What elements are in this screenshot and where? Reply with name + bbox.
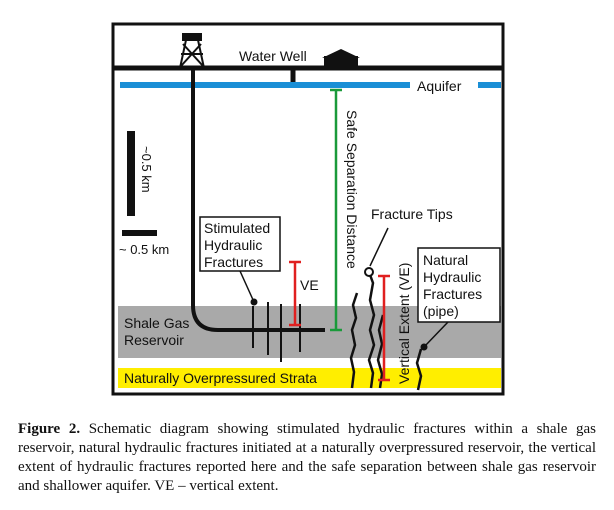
natural-label-line1: Natural bbox=[423, 252, 468, 268]
water-well-roof bbox=[322, 49, 360, 58]
stimulated-label-line3: Fractures bbox=[204, 254, 263, 270]
aquifer-label: Aquifer bbox=[417, 78, 462, 94]
natural-label-line2: Hydraulic bbox=[423, 269, 481, 285]
horizontal-borehole bbox=[191, 68, 325, 332]
stimulated-fracture-lines bbox=[252, 302, 301, 362]
ve-label: VE bbox=[300, 277, 319, 293]
natural-leader-dot bbox=[420, 343, 428, 351]
vertical-extent-bracket bbox=[378, 274, 390, 382]
caption-label: Figure 2. bbox=[18, 421, 81, 437]
stimulated-label-line1: Stimulated bbox=[204, 220, 270, 236]
natural-fractures-box bbox=[417, 247, 501, 323]
figure-caption: Figure 2. Schematic diagram showing stim… bbox=[18, 420, 596, 496]
natural-fracture-pipes bbox=[349, 271, 423, 391]
schematic-diagram: VE Safe Separation Distance Vertical Ext… bbox=[111, 22, 505, 396]
vertical-extent-label: Vertical Extent (VE) bbox=[396, 263, 412, 384]
safe-separation-bracket bbox=[330, 88, 342, 332]
scale-horizontal-label: ~ 0.5 km bbox=[119, 242, 169, 257]
shale-label-line2: Reservoir bbox=[124, 332, 184, 348]
fracture-tip-marker bbox=[364, 267, 374, 277]
overpressured-label: Naturally Overpressured Strata bbox=[124, 370, 317, 386]
water-well-house bbox=[324, 56, 358, 68]
natural-leader-line bbox=[423, 321, 449, 348]
fracture-tips-label: Fracture Tips bbox=[371, 206, 453, 222]
ve-bracket bbox=[289, 260, 301, 327]
safe-separation-label: Safe Separation Distance bbox=[344, 110, 360, 269]
stimulated-leader-line bbox=[239, 270, 255, 303]
water-well-label: Water Well bbox=[239, 48, 307, 64]
natural-label-line4: (pipe) bbox=[423, 303, 459, 319]
stimulated-label-line2: Hydraulic bbox=[204, 237, 262, 253]
caption-text: Schematic diagram showing stimulated hyd… bbox=[18, 421, 596, 494]
scale-vertical-label: ~0.5 km bbox=[139, 146, 154, 193]
scale-bar-vertical bbox=[127, 131, 135, 216]
stimulated-leader-dot bbox=[250, 298, 258, 306]
overpressured-strata-layer bbox=[118, 368, 501, 388]
drilling-rig-icon bbox=[179, 33, 205, 69]
fracture-tips-leader bbox=[369, 227, 389, 267]
scale-bar-horizontal bbox=[122, 230, 157, 236]
shale-label-line1: Shale Gas bbox=[124, 315, 189, 331]
natural-label-line3: Fractures bbox=[423, 286, 482, 302]
